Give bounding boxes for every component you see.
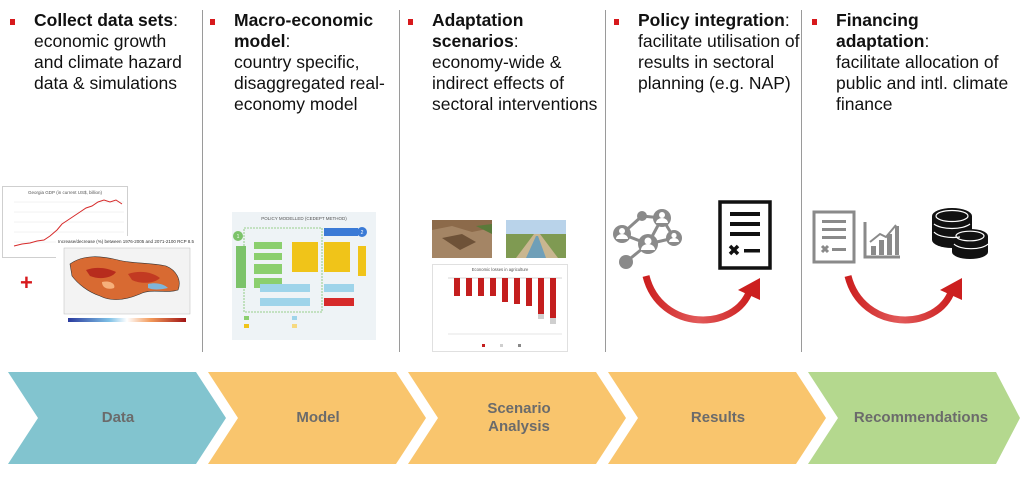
stage-label-results: Results	[690, 409, 746, 426]
column-header: Financing adaptation:facilitate allocati…	[812, 10, 1012, 115]
title-colon: :	[784, 10, 790, 30]
column-description: facilitate utilisation of results in sec…	[638, 31, 800, 93]
column-header: Policy integration:facilitate utilisatio…	[614, 10, 804, 94]
chevron-data	[8, 372, 226, 464]
curved-arrow-results-icon	[642, 275, 760, 324]
title-colon: :	[513, 31, 519, 51]
column-header: Macro-economic model:country specific, d…	[210, 10, 400, 115]
column-description: country specific, disaggregated real-eco…	[234, 52, 385, 114]
column-divider	[399, 10, 400, 352]
model-diagram-title: POLICY MODELLED (CEDEPT METHOD)	[261, 216, 347, 221]
column-title: Policy integration	[638, 10, 785, 30]
stage-label-recommendations: Recommendations	[853, 409, 989, 426]
policy-document-icon	[718, 200, 772, 270]
column-description: facilitate allocation of public and intl…	[836, 52, 1009, 114]
column-description: economic growth and climate hazard data …	[34, 31, 182, 93]
column-title: Adaptation scenarios	[432, 10, 524, 51]
budget-document-icon	[812, 210, 856, 264]
title-colon: :	[285, 31, 291, 51]
column-header: Collect data sets:economic growth and cl…	[10, 10, 200, 94]
irrigation-photo	[506, 220, 566, 258]
process-chevron-bar: Data Model Scenario Analysis Results Rec…	[0, 368, 1024, 468]
bullet-marker	[812, 19, 817, 25]
bullet-marker	[408, 19, 413, 25]
gdp-line	[13, 199, 123, 247]
map-title: Increase/decrease (%) between 1976-2005 …	[58, 239, 195, 244]
growth-chart-icon	[863, 222, 900, 259]
column-divider	[202, 10, 203, 352]
stakeholder-network-icon	[613, 209, 682, 269]
column-divider	[605, 10, 606, 352]
title-colon: :	[924, 31, 930, 51]
column-collect-data: Collect data sets:economic growth and cl…	[10, 10, 200, 350]
column-description: economy-wide & indirect effects of secto…	[432, 52, 598, 114]
column-title: Collect data sets	[34, 10, 174, 30]
column-policy-integration: Policy integration:facilitate utilisatio…	[614, 10, 804, 350]
chevron-scenario-analysis	[408, 372, 626, 464]
stage-label-scenario-analysis: Scenario Analysis	[487, 400, 551, 435]
column-header: Adaptation scenarios:economy-wide & indi…	[408, 10, 598, 115]
column-divider	[801, 10, 802, 352]
climate-map-thumbnail: Increase/decrease (%) between 1976-2005 …	[56, 236, 198, 330]
title-colon: :	[173, 10, 178, 30]
stage-label-data: Data	[101, 409, 135, 426]
chevron-results	[608, 372, 826, 464]
column-title: Macro-economic model	[234, 10, 374, 51]
curved-arrow-recommendations-icon	[844, 275, 962, 324]
stage-label-model: Model	[296, 409, 340, 426]
scenario-bar-chart-thumbnail: Economic losses in agriculture	[432, 264, 568, 352]
model-flow-diagram-thumbnail: POLICY MODELLED (CEDEPT METHOD) 1 2	[232, 212, 376, 340]
bullet-marker	[210, 19, 215, 25]
chevron-shapes	[8, 372, 1020, 464]
scenario-chart-title: Economic losses in agriculture	[472, 267, 529, 272]
chevron-model	[208, 372, 426, 464]
bullet-marker	[10, 19, 15, 25]
badge-2: 2	[361, 230, 364, 236]
loss-bars	[454, 278, 556, 324]
chevron-recommendations	[808, 372, 1020, 464]
plus-icon: +	[20, 270, 33, 295]
column-financing-adaptation: Financing adaptation:facilitate allocati…	[812, 10, 1012, 350]
field-photo-1	[432, 220, 492, 258]
column-macro-model: Macro-economic model:country specific, d…	[210, 10, 400, 350]
gdp-chart-title: Georgia GDP (in current US$, billion)	[28, 190, 102, 195]
coins-stack-icon	[932, 208, 989, 259]
bullet-marker	[614, 19, 619, 25]
badge-1: 1	[237, 234, 240, 240]
column-adaptation-scenarios: Adaptation scenarios:economy-wide & indi…	[408, 10, 598, 350]
column-title: Financing adaptation	[836, 10, 925, 51]
